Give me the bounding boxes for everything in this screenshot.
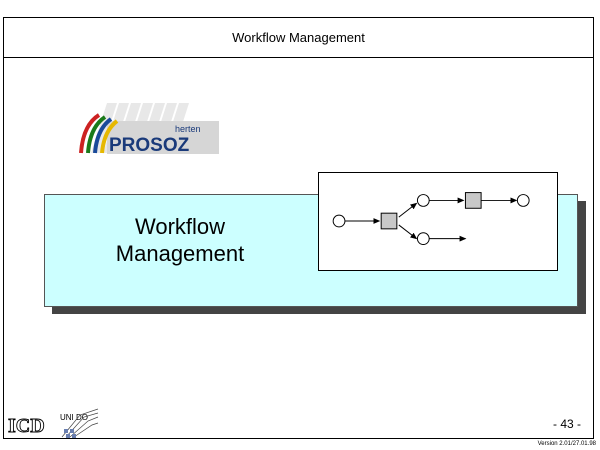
version-text: Version 2.01/27.01.98 [537, 441, 596, 447]
place-3 [416, 232, 430, 246]
slide-header-title: Workflow Management [232, 30, 365, 45]
panel-title-line2: Management [115, 241, 245, 266]
panel-title-line1: Workflow [134, 214, 226, 239]
uni-do-logo: UNI DO [60, 413, 88, 422]
arc-3 [398, 224, 418, 240]
arc-2 [398, 202, 418, 218]
transition-1 [380, 212, 398, 230]
prosoz-logo: herten PROSOZ [77, 97, 221, 157]
place-4 [516, 194, 530, 207]
start-place [332, 214, 346, 228]
page-number: - 43 - [553, 417, 582, 431]
place-2 [416, 194, 430, 207]
header-bar: Workflow Management [4, 18, 593, 58]
icd-logo: ICD [8, 415, 45, 437]
transition-2 [464, 192, 482, 209]
panel-title: Workflow Management [90, 213, 270, 267]
footer-logos: ICD UNI DO [8, 407, 103, 439]
logo-sub-text: herten [175, 124, 201, 134]
logo-word: PROSOZ [109, 135, 190, 156]
workflow-diagram [318, 172, 558, 271]
